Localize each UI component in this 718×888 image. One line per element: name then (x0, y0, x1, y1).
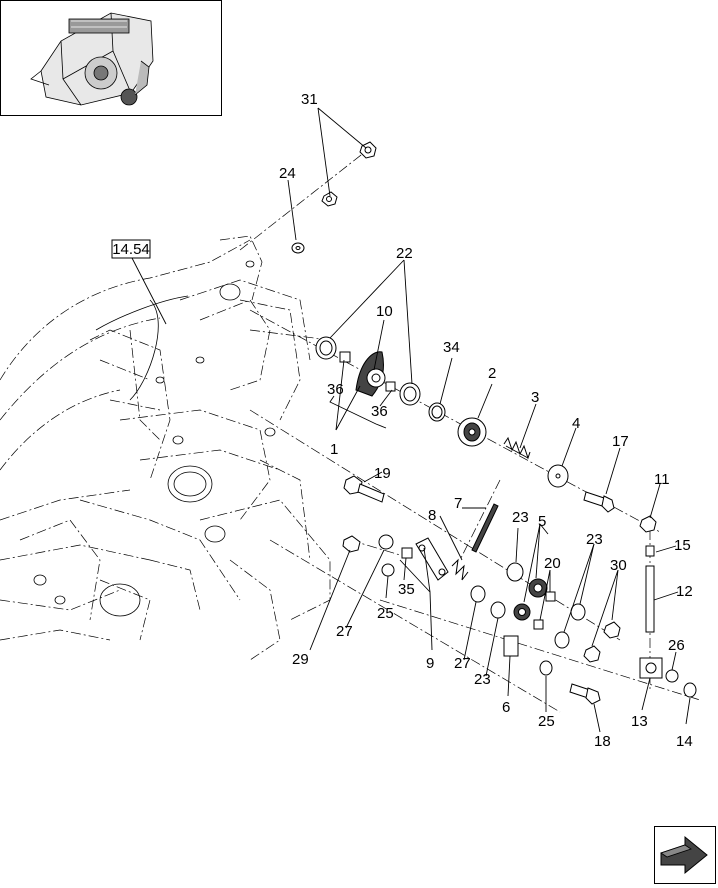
callout-35: 35 (398, 581, 415, 598)
spring-3 (503, 436, 531, 460)
bushing-20b (533, 619, 544, 630)
callout-36b: 36 (371, 403, 388, 420)
parts (291, 141, 697, 705)
bolt-19 (343, 475, 385, 503)
cap-14 (683, 682, 697, 698)
hub-2 (457, 417, 487, 447)
leader-lines (287, 107, 691, 733)
washer-23b (490, 601, 506, 619)
callout-25b: 25 (538, 713, 555, 730)
rod-7 (471, 503, 499, 553)
machine-overview-inset (0, 0, 222, 116)
fitting-15 (645, 545, 655, 557)
callout-7: 7 (454, 495, 462, 512)
callout-24: 24 (279, 165, 296, 182)
reference-label: 14.54 (112, 241, 150, 258)
callout-6: 6 (502, 699, 510, 716)
callout-15: 15 (674, 537, 691, 554)
callout-9: 9 (426, 655, 434, 672)
nut-31 (359, 141, 377, 159)
sprocket-5a (528, 578, 548, 598)
callout-1: 1 (330, 441, 338, 458)
callout-20: 20 (544, 555, 561, 572)
nut-30b (583, 645, 601, 663)
next-page-button[interactable] (654, 826, 716, 884)
bushing-20a (545, 591, 556, 602)
callout-labels: 31 24 22 10 34 2 3 4 17 11 15 12 26 13 1… (279, 91, 693, 750)
arm-9 (415, 537, 449, 581)
washer-27a (378, 534, 394, 550)
callout-13: 13 (631, 713, 648, 730)
callout-31: 31 (301, 91, 318, 108)
callout-10: 10 (376, 303, 393, 320)
callout-22: 22 (396, 245, 413, 262)
callout-19: 19 (374, 465, 391, 482)
callout-12: 12 (676, 583, 693, 600)
callout-18: 18 (594, 733, 611, 750)
callout-4: 4 (572, 415, 580, 432)
callout-26: 26 (668, 637, 685, 654)
callout-36a: 36 (327, 381, 344, 398)
machine-overview-icon (30, 12, 154, 106)
spring-8 (451, 558, 469, 581)
callout-25a: 25 (377, 605, 394, 622)
fitting-11 (639, 515, 657, 533)
washer-23a (506, 562, 524, 582)
callout-23c: 23 (474, 671, 491, 688)
callout-5: 5 (538, 513, 546, 530)
callout-30: 30 (610, 557, 627, 574)
nut-31b (321, 191, 338, 207)
callout-2: 2 (488, 365, 496, 382)
callout-17: 17 (612, 433, 629, 450)
washer-23d (554, 631, 570, 649)
washer-25a (381, 563, 395, 577)
callout-11: 11 (654, 471, 670, 488)
callout-23a: 23 (512, 509, 529, 526)
nut-30a (603, 621, 621, 639)
elbow-13 (639, 657, 663, 679)
sprocket-5b (513, 603, 531, 621)
bushing-36b (385, 381, 396, 392)
callout-27a: 27 (336, 623, 353, 640)
next-page-arrow-icon (660, 835, 708, 875)
callout-8: 8 (428, 507, 436, 524)
callout-3: 3 (531, 389, 539, 406)
callout-34: 34 (443, 339, 460, 356)
callout-23b: 23 (586, 531, 603, 548)
callout-27b: 27 (454, 655, 471, 672)
machine-frame (0, 235, 331, 661)
bushing-36a (339, 351, 351, 363)
bolt-18 (569, 683, 601, 705)
washer-25b (539, 660, 553, 676)
tube-12 (645, 565, 655, 633)
nut-29 (342, 535, 361, 553)
reference-tag: 14.54 (111, 239, 167, 325)
bolt-17 (583, 491, 615, 513)
callout-29: 29 (292, 651, 309, 668)
callout-14: 14 (676, 733, 693, 750)
block-6 (503, 635, 519, 657)
sprocket-10 (355, 351, 386, 397)
bushing-35 (401, 547, 413, 559)
washer-26 (665, 669, 679, 683)
washer-27b (470, 585, 486, 603)
